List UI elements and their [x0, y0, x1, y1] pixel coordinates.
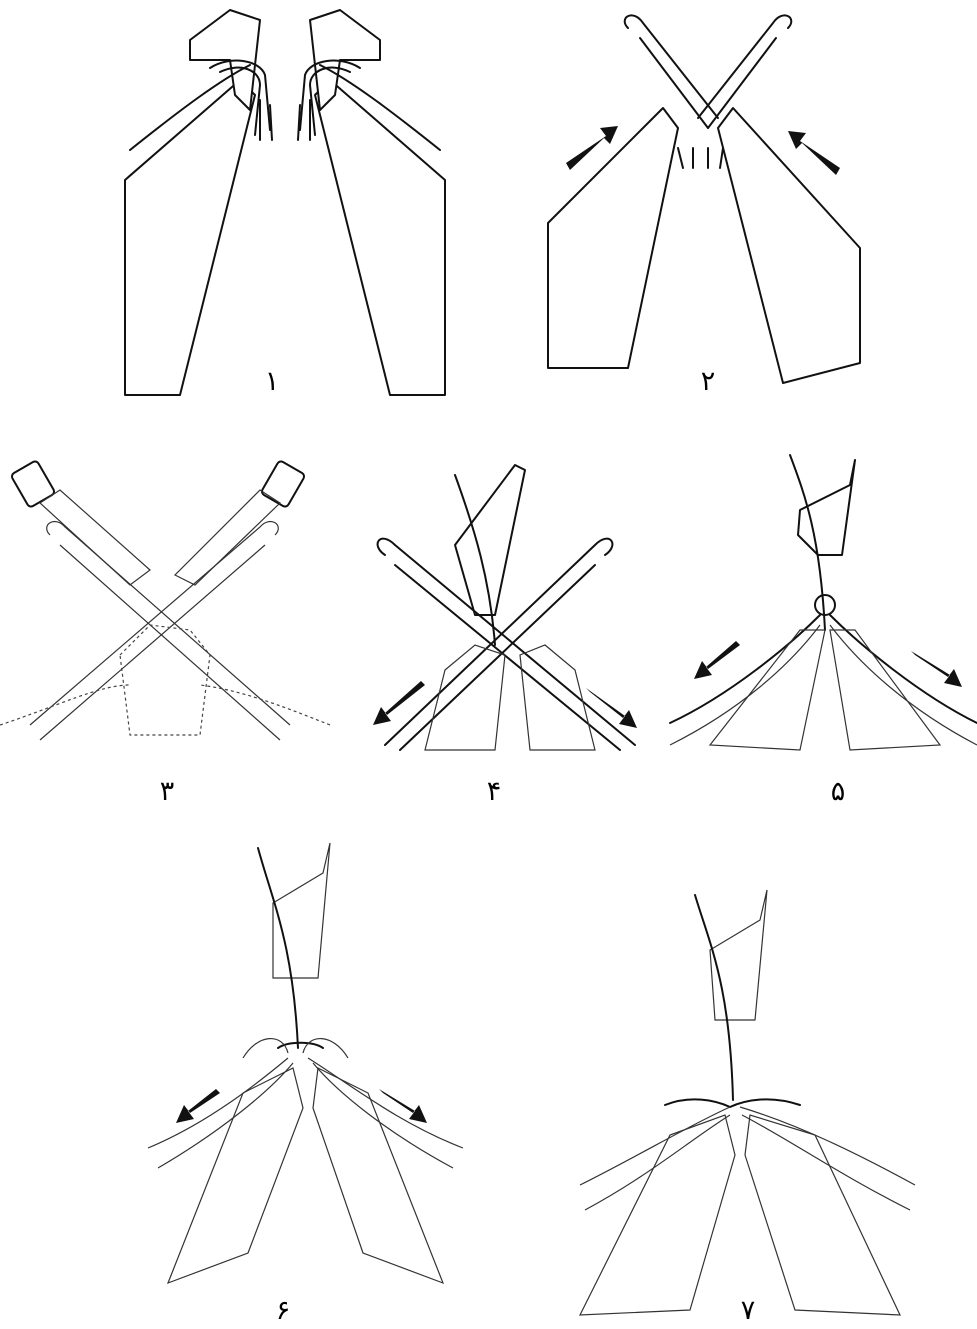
left-applicator-cap [11, 460, 56, 508]
right-tissue-flap [718, 108, 860, 383]
arrow-up-right-icon [566, 126, 618, 170]
arrow-down-left-icon [694, 641, 740, 679]
needle-holder [710, 890, 767, 1020]
step-7-illustration [580, 885, 915, 1320]
right-tissue-flap [313, 1068, 443, 1283]
step-1-label: ۱ [252, 368, 292, 395]
tissue [120, 625, 210, 735]
left-tissue-flap [168, 1068, 303, 1283]
right-applicator [175, 490, 280, 585]
arrow-down-right-icon [911, 651, 962, 687]
step-3-illustration [0, 455, 330, 750]
arrow-down-right-icon [379, 1089, 427, 1123]
step-5-illustration [670, 455, 977, 750]
step-6-label: ۶ [263, 1297, 303, 1324]
step-3-label: ۳ [147, 778, 187, 805]
forceps-and-tissue-step-2 [548, 8, 868, 408]
forceps-and-tissue-step-5 [670, 455, 977, 750]
step-2-illustration [548, 8, 868, 408]
right-tissue-flap [830, 630, 940, 750]
needle-holder [455, 465, 525, 615]
right-tissue-flap [315, 80, 445, 395]
step-5-label: ۵ [818, 778, 858, 805]
left-applicator [40, 490, 150, 585]
step-6-illustration [148, 843, 463, 1295]
right-tissue-flap [745, 1115, 900, 1315]
left-tissue-flap [580, 1115, 735, 1315]
arrow-up-left-icon [788, 131, 840, 175]
left-forceps [190, 10, 260, 110]
step-4-illustration [365, 470, 655, 750]
forceps-and-tissue-step-1 [120, 0, 450, 400]
step-7-label: ۷ [728, 1297, 768, 1324]
step-1-illustration [120, 0, 450, 400]
arrow-down-left-icon [176, 1089, 220, 1123]
suture-loop [815, 595, 835, 615]
step-2-label: ۲ [688, 368, 728, 395]
forceps-and-tissue-step-4 [365, 470, 655, 750]
step-4-label: ۴ [474, 778, 514, 805]
right-forceps [310, 10, 380, 110]
left-tissue-flap [548, 108, 678, 368]
arrow-down-left-icon [373, 681, 425, 725]
needle-holder [273, 843, 330, 978]
arrow-down-right-icon [586, 688, 637, 728]
forceps-and-tissue-step-6 [148, 843, 463, 1295]
forceps-and-tissue-step-7 [580, 885, 915, 1320]
right-applicator-cap [261, 460, 306, 508]
forceps-and-tissue-step-3 [0, 455, 330, 750]
left-tissue-flap [125, 80, 255, 395]
